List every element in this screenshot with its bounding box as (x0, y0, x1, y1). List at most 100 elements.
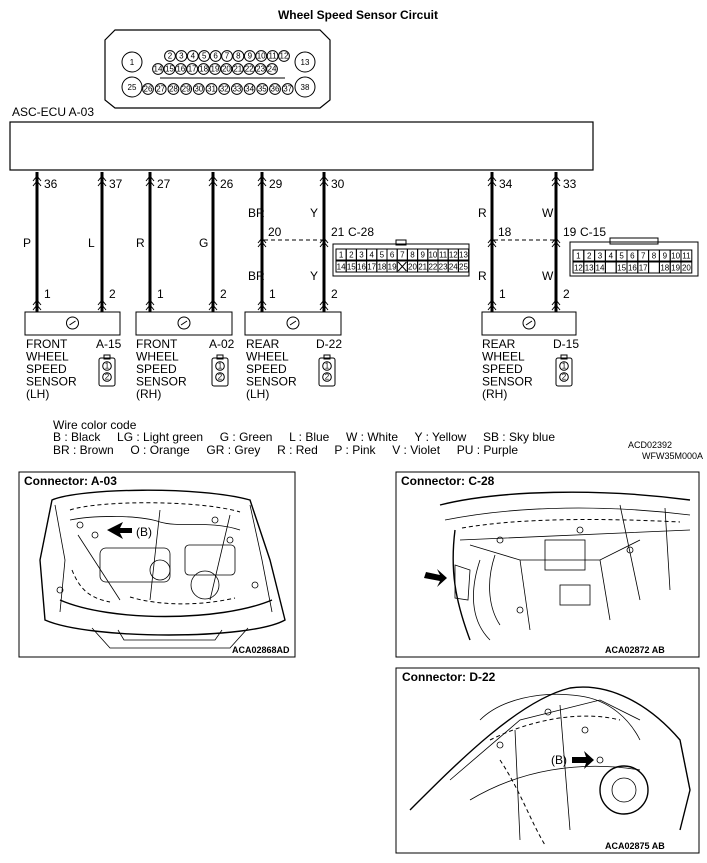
junction-connector-id: C-28 (348, 225, 374, 239)
sensor-connector-id: A-02 (209, 337, 235, 351)
ecu-pin: 1 (130, 58, 135, 67)
sensor-pin-number: 2 (109, 287, 116, 301)
c28-pin: 7 (400, 251, 405, 260)
c15-pin: 13 (585, 264, 594, 273)
panel-a03-callout: (B) (136, 525, 152, 539)
wire-color-code: L (88, 236, 95, 250)
sensor-name-line: SENSOR (246, 375, 297, 389)
callout-arrow-icon (107, 522, 132, 539)
ecu-pin: 7 (225, 52, 230, 61)
ecu-pin-number: 30 (331, 177, 345, 191)
c28-pin: 25 (459, 263, 468, 272)
c28-pin: 23 (439, 263, 448, 272)
legend-line-2: BR : Brown O : Orange GR : Grey R : Red … (53, 443, 518, 457)
panel-d22-title: Connector: D-22 (402, 670, 496, 684)
ecu-pin: 22 (245, 65, 254, 74)
junction-pin-number: 19 (563, 225, 577, 239)
ecu-pin-number: 27 (157, 177, 171, 191)
ecu-pin: 18 (199, 65, 208, 74)
ecu-pin: 19 (211, 65, 220, 74)
ecu-pin: 29 (182, 85, 191, 94)
ecu-pin: 10 (257, 52, 266, 61)
c15-pin: 3 (598, 252, 603, 261)
panel-c28-code: ACA02872 AB (605, 645, 665, 655)
ecu-pin: 2 (168, 52, 173, 61)
sensor-name-line: SPEED (482, 362, 523, 376)
sensor-pin-number: 1 (499, 287, 506, 301)
legend-heading: Wire color code (53, 418, 137, 432)
ecu-pin: 35 (258, 85, 267, 94)
sensor-name-line: WHEEL (482, 350, 525, 364)
ecu-pin: 33 (232, 85, 241, 94)
c15-pin: 8 (652, 252, 657, 261)
diagram-title: Wheel Speed Sensor Circuit (278, 8, 438, 22)
callout-arrow-icon (424, 569, 447, 587)
ecu-pin-number: 29 (269, 177, 283, 191)
c28-pin: 19 (388, 263, 397, 272)
c15-pin: 7 (641, 252, 646, 261)
c15-pin: 6 (630, 252, 635, 261)
c15-pin: 15 (617, 264, 626, 273)
c15-pin: 12 (574, 264, 583, 273)
c28-pin: 3 (359, 251, 364, 260)
ecu-pin: 5 (202, 52, 207, 61)
sensor-name-line: SENSOR (482, 375, 533, 389)
c28-pin: 14 (337, 263, 346, 272)
sensor-name-line: WHEEL (26, 350, 69, 364)
callout-arrow-icon (572, 751, 594, 769)
c28-pin: 20 (408, 263, 417, 272)
c15-pin: 4 (609, 252, 614, 261)
c15-pin: 20 (682, 264, 691, 273)
sensor-pin-number: 2 (220, 287, 227, 301)
ecu-pin: 4 (191, 52, 196, 61)
c28-pin: 1 (339, 251, 344, 260)
junction-pin-number: 20 (268, 225, 282, 239)
wire-color-code: R (136, 236, 145, 250)
c28-pin: 13 (459, 251, 468, 260)
sensor-name-line: SPEED (136, 362, 177, 376)
c28-pin: 2 (349, 251, 354, 260)
ecu-pin: 24 (268, 65, 277, 74)
wire-color-code: BR (248, 206, 265, 220)
ecu-pin: 26 (144, 85, 153, 94)
sensor-pin-number: 1 (44, 287, 51, 301)
sensor-connector-pin: 1 (325, 362, 330, 371)
wire-color-code: W (542, 269, 554, 283)
ecu-label: ASC-ECU A-03 (12, 105, 94, 119)
ecu-box (9, 121, 594, 171)
ecu-pin: 20 (222, 65, 231, 74)
ecu-pin: 30 (194, 85, 203, 94)
panel-a03-code: ACA02868AD (232, 645, 290, 655)
sensor-connector-pin: 2 (562, 373, 567, 382)
panel-a03: Connector: A-03 (B) ACA02868AD (18, 471, 296, 658)
c28-pin: 17 (367, 263, 376, 272)
ref-code-1: ACD02392 (628, 440, 672, 450)
ref-code-2: WFW35M000A (642, 451, 703, 461)
sensor-pin-number: 2 (563, 287, 570, 301)
c28-pin: 5 (380, 251, 385, 260)
sensor-name-line: (LH) (246, 387, 269, 401)
ecu-pin: 17 (188, 65, 197, 74)
ecu-pin: 38 (301, 83, 310, 92)
sensor-name-line: REAR (482, 337, 516, 351)
c15-pin: 9 (663, 252, 668, 261)
sensor-connector-id: D-22 (316, 337, 342, 351)
sensor-connector-pin: 2 (105, 373, 110, 382)
wire-color-code: Y (310, 206, 318, 220)
ecu-pin: 32 (220, 85, 229, 94)
c15-pin: 11 (682, 252, 691, 261)
ecu-pin: 25 (128, 83, 137, 92)
sensor-connector-pin: 1 (562, 362, 567, 371)
ecu-pin: 15 (165, 65, 174, 74)
wire-color-code: W (542, 206, 554, 220)
junction-pin-number: 18 (498, 225, 512, 239)
sensor-pin-number: 1 (269, 287, 276, 301)
ecu-pin: 31 (207, 85, 216, 94)
sensor-pin-number: 1 (157, 287, 164, 301)
c28-pin: 6 (390, 251, 395, 260)
